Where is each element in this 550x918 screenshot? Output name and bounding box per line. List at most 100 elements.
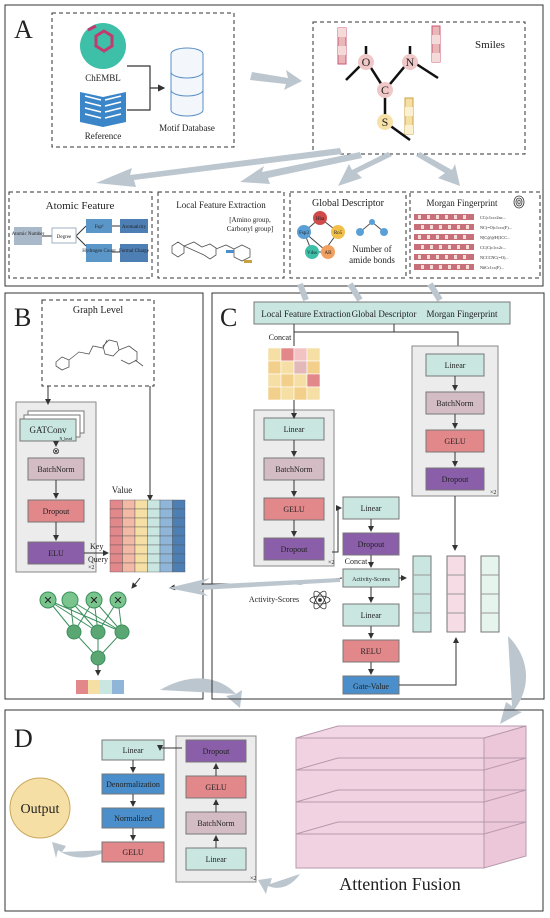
fingerprint-smiles: CC(c1ccc2nc... (480, 215, 506, 220)
matrix-cell (172, 553, 186, 564)
fingerprint-bit (439, 245, 442, 249)
highlight-bar (226, 250, 234, 253)
c-to-d-arrow (500, 636, 527, 724)
fingerprint-bit (421, 225, 424, 229)
output-label: Output (21, 802, 60, 817)
matrix-cell (147, 553, 161, 564)
key-label: Key (90, 542, 103, 551)
fingerprint-bar (414, 254, 474, 260)
fingerprint-smiles: NC(=O)c1ccc(F)... (480, 225, 512, 230)
amide-icon (356, 219, 388, 236)
fingerprint-bit (445, 215, 448, 219)
matrix-cell (122, 508, 136, 519)
concat-cell (306, 347, 321, 362)
fingerprint-bit (448, 225, 451, 229)
c-concat2-label: Concat (345, 557, 368, 566)
d-stack-label: GELU (205, 783, 227, 792)
c-concat-label: Concat (269, 333, 292, 342)
fingerprint-bit (457, 265, 460, 269)
gatconv-label: GATConv (29, 425, 67, 435)
concat-cell (267, 386, 282, 401)
chembl-logo (80, 23, 126, 69)
panel-d: D Output LinearDenormalizationNormalized… (4, 709, 544, 912)
matrix-cell (122, 517, 136, 528)
c-right-stack-label: Linear (445, 361, 466, 370)
atom-c: C (381, 83, 389, 97)
fingerprint-bit (418, 255, 421, 259)
matrix-cell (109, 499, 123, 510)
fusion-arrow (258, 874, 300, 894)
fingerprint-bit (427, 215, 430, 219)
concat-grid (267, 347, 321, 401)
c-left-stack-label: BatchNorm (275, 465, 313, 474)
smiles-label: Smiles (475, 39, 505, 51)
fingerprint-icon (513, 195, 525, 209)
node-ar: AR (325, 251, 333, 256)
matrix-cell (172, 517, 186, 528)
fingerprint-bit (436, 235, 439, 239)
matrix-cell (122, 553, 136, 564)
matrix-cell (134, 526, 148, 537)
fsp3-text: Fsp³ (95, 224, 104, 230)
matrix-cell (172, 562, 186, 573)
c-gate-value-label: Gate-Value (353, 682, 389, 691)
matrix-cell (109, 508, 123, 519)
c-mid-dropout-label: Dropout (358, 540, 385, 549)
node-fsp3: Fsp3 (299, 231, 309, 236)
descriptor-graph (297, 211, 345, 259)
matrix-cell (109, 544, 123, 555)
atom-icon (309, 590, 331, 610)
fingerprint-bar (414, 214, 474, 220)
local-feature-title: Local Feature Extraction (176, 200, 266, 210)
concat-cell (293, 347, 308, 362)
concat-cell (280, 347, 295, 362)
fingerprint-smiles: N#Cc1cc(F)... (480, 265, 504, 270)
atomic-feature-title: Atomic Feature (46, 200, 115, 212)
matrix-cell (134, 508, 148, 519)
panel-a: A ChEMBL Reference Motif Database Smiles (4, 4, 544, 287)
fingerprint-smiles: CC(C)c1cc2c... (480, 245, 506, 250)
fingerprint-bit (466, 245, 469, 249)
matrix-cell (134, 544, 148, 555)
small-molecule-sketch (171, 241, 251, 262)
concat-symbol: ⊗ (52, 446, 60, 456)
global-descriptor-box (289, 191, 407, 279)
c-header-links (293, 324, 459, 348)
atom-n: N (406, 55, 415, 69)
concat-cell (267, 360, 282, 375)
matrix-cell (159, 544, 173, 555)
node-vdss: Vdss (307, 251, 317, 256)
matrix-arrow (131, 577, 141, 589)
fingerprint-bit (427, 255, 430, 259)
d-stack-label: Dropout (203, 747, 230, 756)
d-stack-label: Linear (206, 855, 227, 864)
b-to-d-arrow (160, 678, 242, 708)
output-vector (76, 680, 124, 694)
panel-a-label: A (14, 15, 33, 44)
fingerprint-bit (463, 215, 466, 219)
c-relu-label: RELU (361, 647, 382, 656)
matrix-cell (159, 535, 173, 546)
panel-c: C Local Feature Extraction Global Descri… (168, 282, 545, 724)
matrix-cell (172, 526, 186, 537)
c-output-vectors (412, 555, 500, 633)
local-groups-line1: [Amino group, (229, 216, 271, 224)
motif-db-label: Motif Database (159, 123, 215, 133)
matrix-cell (159, 526, 173, 537)
fingerprint-smiles: NCCCNC(=O)... (480, 255, 509, 260)
matrix-cell (109, 526, 123, 537)
fingerprint-bit (454, 255, 457, 259)
fingerprint-bit (421, 245, 424, 249)
d-stack-node (185, 739, 247, 763)
reference-label: Reference (85, 131, 121, 141)
d-stack-label: BatchNorm (197, 819, 235, 828)
graph-level-title: Graph Level (73, 305, 123, 316)
molecule-graph (345, 46, 439, 142)
feature-vectors (337, 25, 441, 135)
matrix-cell (134, 499, 148, 510)
fingerprint-bit (439, 225, 442, 229)
fingerprint-bit (445, 235, 448, 239)
fingerprint-bar (414, 234, 474, 240)
matrix-cell (159, 553, 173, 564)
feature-arrows (96, 148, 460, 187)
